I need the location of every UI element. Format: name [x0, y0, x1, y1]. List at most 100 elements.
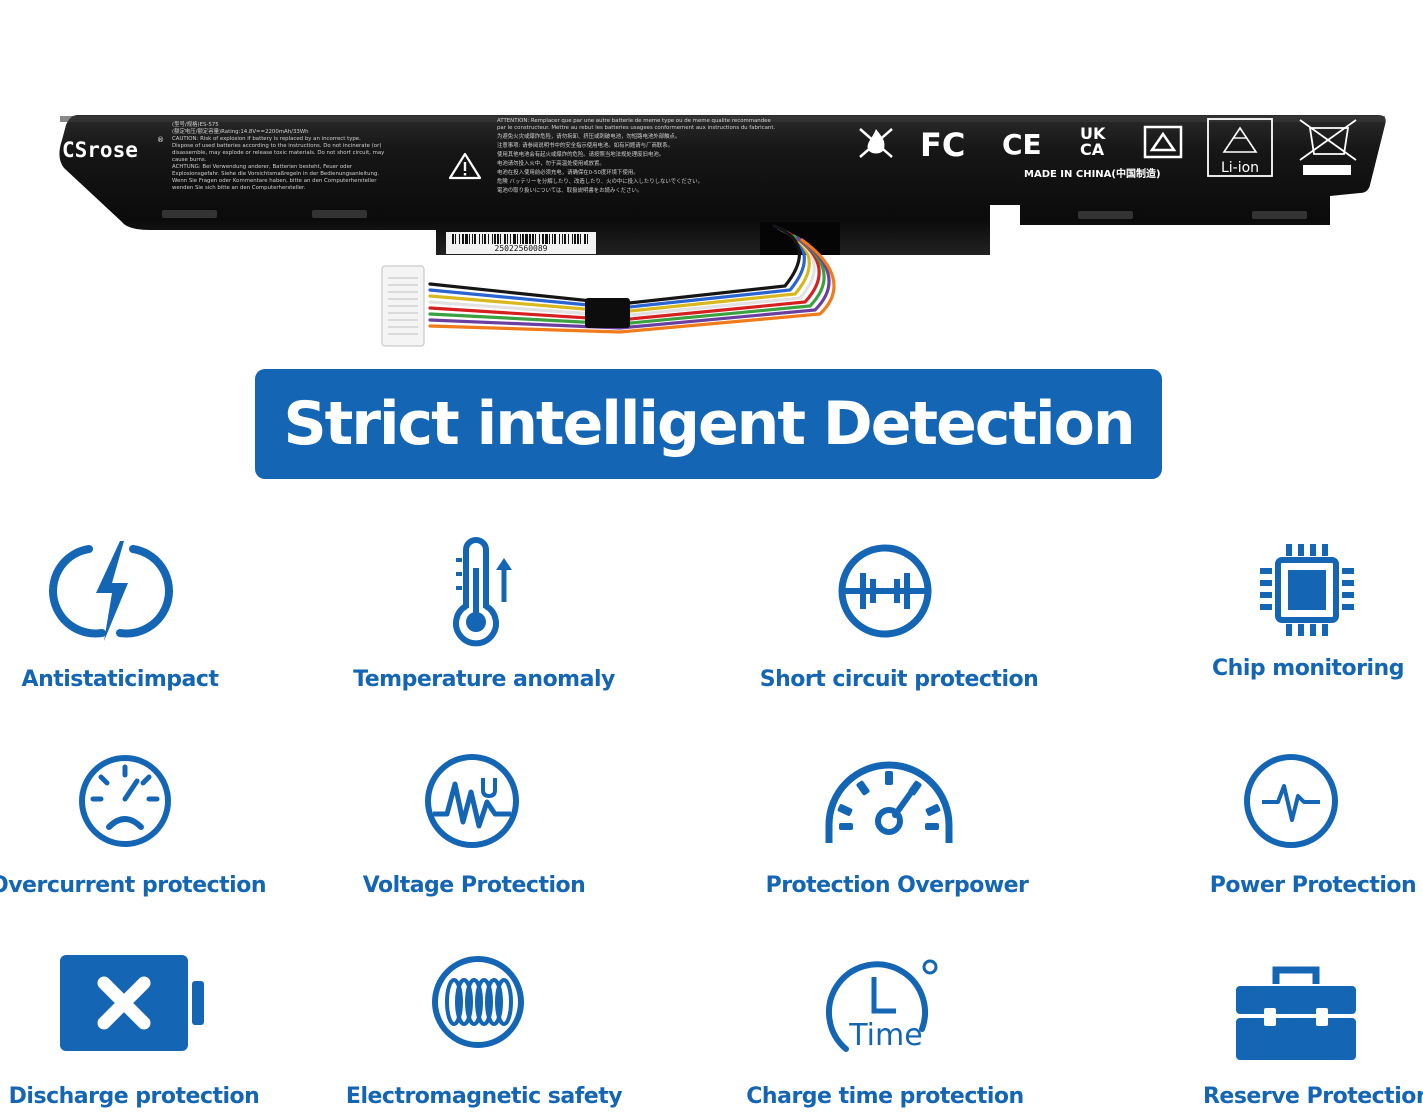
barcode-bar [572, 234, 573, 244]
battery-attention-text: par le constructeur. Mettre au rebut les… [497, 125, 775, 131]
feature-label: Antistaticimpact [21, 667, 219, 692]
barcode-bar [584, 234, 586, 244]
recycle-mark-icon [1143, 125, 1183, 159]
barcode-bar [462, 234, 464, 244]
barcode-bar [488, 234, 489, 244]
feature-label: Reserve Protection [1202, 1084, 1423, 1109]
battery-spec-line: (额定电压/额定容量)Rating:14.8V==2200mAh/33Wh [172, 127, 309, 135]
barcode-bar [517, 234, 518, 244]
ukca-mark: CA [1080, 140, 1105, 159]
barcode-bar [479, 234, 480, 244]
crossed-bin-icon [1299, 119, 1357, 161]
chip-icon [1260, 544, 1354, 636]
barcode-number: 25022560089 [495, 244, 548, 253]
lightning-circle-icon [49, 541, 173, 641]
short-circuit-icon [838, 544, 932, 638]
toolbox-icon [1236, 966, 1356, 1060]
barcode-bar [549, 234, 550, 244]
barcode-bar [552, 234, 553, 244]
ce-mark: CE [1002, 128, 1042, 161]
barcode-bar [562, 234, 563, 244]
feature-label: Short circuit protection [759, 667, 1039, 692]
barcode-bar [452, 234, 454, 244]
barcode-bar [554, 234, 556, 244]
battery-body [59, 115, 1386, 255]
barcode-bar [542, 234, 544, 244]
li-ion-label: Li-ion [1221, 160, 1259, 176]
feature-label: Chip monitoring [1212, 656, 1404, 681]
barcode-bar [459, 234, 460, 244]
headline-title: Strict intelligent Detection [283, 389, 1135, 459]
battery-chinese-text: 使用其他电池会有起火或爆炸的危险。请按照当地法规处理废旧电池。 [497, 150, 664, 158]
barcode-bar [580, 234, 581, 244]
battery-caution-text: disassemble, may explode or release toxi… [172, 150, 385, 156]
battery-caution-text: ACHTUNG: Bei Verwendung anderer, Batteri… [172, 164, 353, 170]
barcode-bar [507, 234, 508, 244]
barcode-bar [574, 234, 576, 244]
feature-label: Temperature anomaly [353, 667, 615, 692]
bin-bar [1303, 165, 1351, 175]
battery-cable [428, 224, 836, 334]
headline-banner: Strict intelligent Detection [255, 369, 1162, 479]
barcode-bar [482, 234, 483, 244]
battery-image: 25022560089 CSrose ® (型号/规格)ES-575 (额定电压… [59, 115, 1386, 347]
feature-label: Discharge protection [8, 1084, 260, 1109]
barcode-bar [510, 234, 511, 244]
barcode-bar [472, 234, 473, 244]
li-ion-recycle-icon: Li-ion [1207, 118, 1273, 177]
registered-mark: ® [157, 136, 164, 144]
battery-chinese-text: 注意事项: 请参阅说明书中的安全指示使用电池。如有问题请与厂商联系。 [497, 141, 673, 149]
battery-japanese-text: 電池の取り扱いについては、取扱説明書をお読みください。 [497, 186, 642, 194]
barcode-bar [587, 234, 588, 244]
battery-caution-text: wenden Sie sich bitte an den Computerher… [172, 185, 306, 191]
barcode-bar [545, 234, 548, 244]
fcc-mark: FC [920, 126, 965, 164]
battery-attention-text: ATTENTION: Remplacer que par une autre b… [497, 118, 771, 124]
barcode-bar [455, 234, 456, 244]
barcode-bar [465, 234, 468, 244]
barcode-bar [577, 234, 579, 244]
battery-slot [162, 210, 217, 218]
feature-label: Voltage Protection [362, 873, 586, 898]
barcode-bar [522, 234, 524, 244]
sad-gauge-icon [79, 755, 171, 847]
battery-chinese-text: 电池在投入使用前必须充电，请确保在0-50度环境下使用。 [497, 168, 639, 176]
thermometer-icon [453, 537, 512, 647]
barcode-bar [484, 234, 486, 244]
barcode-bar [535, 234, 536, 244]
battery-chinese-text: 为避免火灾或爆炸危险，请勿拆卸、挤压或刺破电池，勿短路电池外部触点。 [497, 132, 680, 140]
barcode-bar [564, 234, 566, 244]
speedometer-icon [825, 761, 953, 843]
battery-caution-text: Dispose of used batteries according to t… [172, 143, 381, 149]
feature-label: Overcurrent protection [0, 873, 267, 898]
heartbeat-icon [1244, 754, 1338, 848]
battery-chinese-text: 电池请勿投入火中，勿于高温处使用或放置。 [497, 159, 605, 167]
made-in-label: MADE IN CHINA(中国制造) [1024, 167, 1161, 180]
barcode-bar [559, 234, 560, 244]
barcode-bar [513, 234, 516, 244]
barcode-bar [532, 234, 534, 244]
battery-x-icon [60, 955, 204, 1051]
timer-text: Time [848, 1018, 922, 1053]
battery-caution-text: Wenn Sie Fragen oder Kommentare haben, b… [172, 178, 377, 184]
barcode-bar [497, 234, 499, 244]
warning-triangle-icon [448, 152, 482, 180]
barcode-bar [520, 234, 521, 244]
barcode [452, 234, 588, 244]
no-fire-icon [859, 128, 893, 158]
battery-slot [312, 210, 367, 218]
battery-slot [1078, 211, 1133, 219]
brand-logo: CSrose [62, 138, 138, 162]
battery-japanese-text: 危険 バッテリーを分解したり、改造したり、火の中に投入したりしないでください。 [497, 177, 703, 185]
cable-sleeve [585, 298, 630, 328]
battery-model-line: (型号/规格)ES-575 [172, 120, 219, 128]
voltage-wave-icon [425, 754, 519, 848]
barcode-bar [539, 234, 540, 244]
barcode-bar [504, 234, 506, 244]
feature-label: Electromagnetic safety [345, 1084, 623, 1109]
battery-caution-text: cause burns. [172, 157, 207, 163]
battery-slot [1252, 211, 1307, 219]
coil-icon [432, 956, 524, 1048]
battery-caution-text: CAUTION: Risk of explosion if battery is… [172, 136, 361, 142]
battery-caution-text: Explosionsgefahr. Siehe die Vorsichtsmaß… [172, 171, 379, 177]
